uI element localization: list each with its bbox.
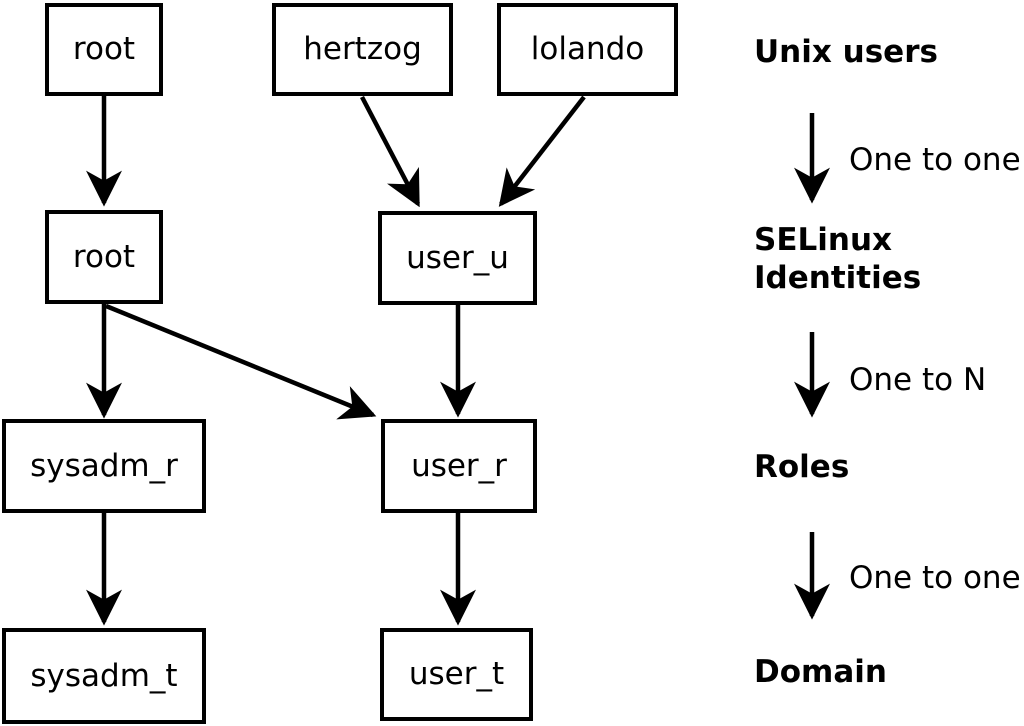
arrow-hertzog-to-user-u	[360, 95, 420, 208]
arrow-lolando-to-user-u	[498, 95, 586, 207]
node-label: user_t	[408, 656, 505, 692]
node-role-sysadm-r: sysadm_r	[2, 419, 206, 513]
node-label: sysadm_t	[30, 657, 178, 694]
node-label: root	[72, 238, 136, 275]
node-unix-hertzog: hertzog	[272, 3, 453, 96]
legend-one-to-one-second: One to one	[849, 560, 1021, 596]
legend-selinux-identities: SELinux Identities	[754, 222, 922, 297]
node-selinux-root: root	[45, 210, 163, 304]
node-label: hertzog	[303, 31, 422, 67]
node-selinux-user-u: user_u	[378, 211, 537, 305]
node-label: user_u	[406, 239, 509, 276]
arrow-root-to-user-r	[105, 303, 377, 420]
node-role-user-r: user_r	[381, 419, 537, 513]
legend-one-to-n: One to N	[849, 362, 987, 398]
node-unix-root: root	[45, 3, 163, 96]
node-domain-user-t: user_t	[380, 628, 533, 721]
node-label: root	[72, 31, 136, 67]
legend-one-to-one-first: One to one	[849, 142, 1021, 178]
node-label: sysadm_r	[30, 447, 178, 484]
node-unix-lolando: lolando	[497, 3, 678, 96]
node-label: user_r	[411, 447, 507, 484]
legend-roles: Roles	[754, 449, 850, 485]
legend-unix-users: Unix users	[754, 34, 938, 70]
node-label: lolando	[530, 31, 645, 67]
node-domain-sysadm-t: sysadm_t	[2, 628, 206, 724]
legend-domain: Domain	[754, 654, 887, 690]
